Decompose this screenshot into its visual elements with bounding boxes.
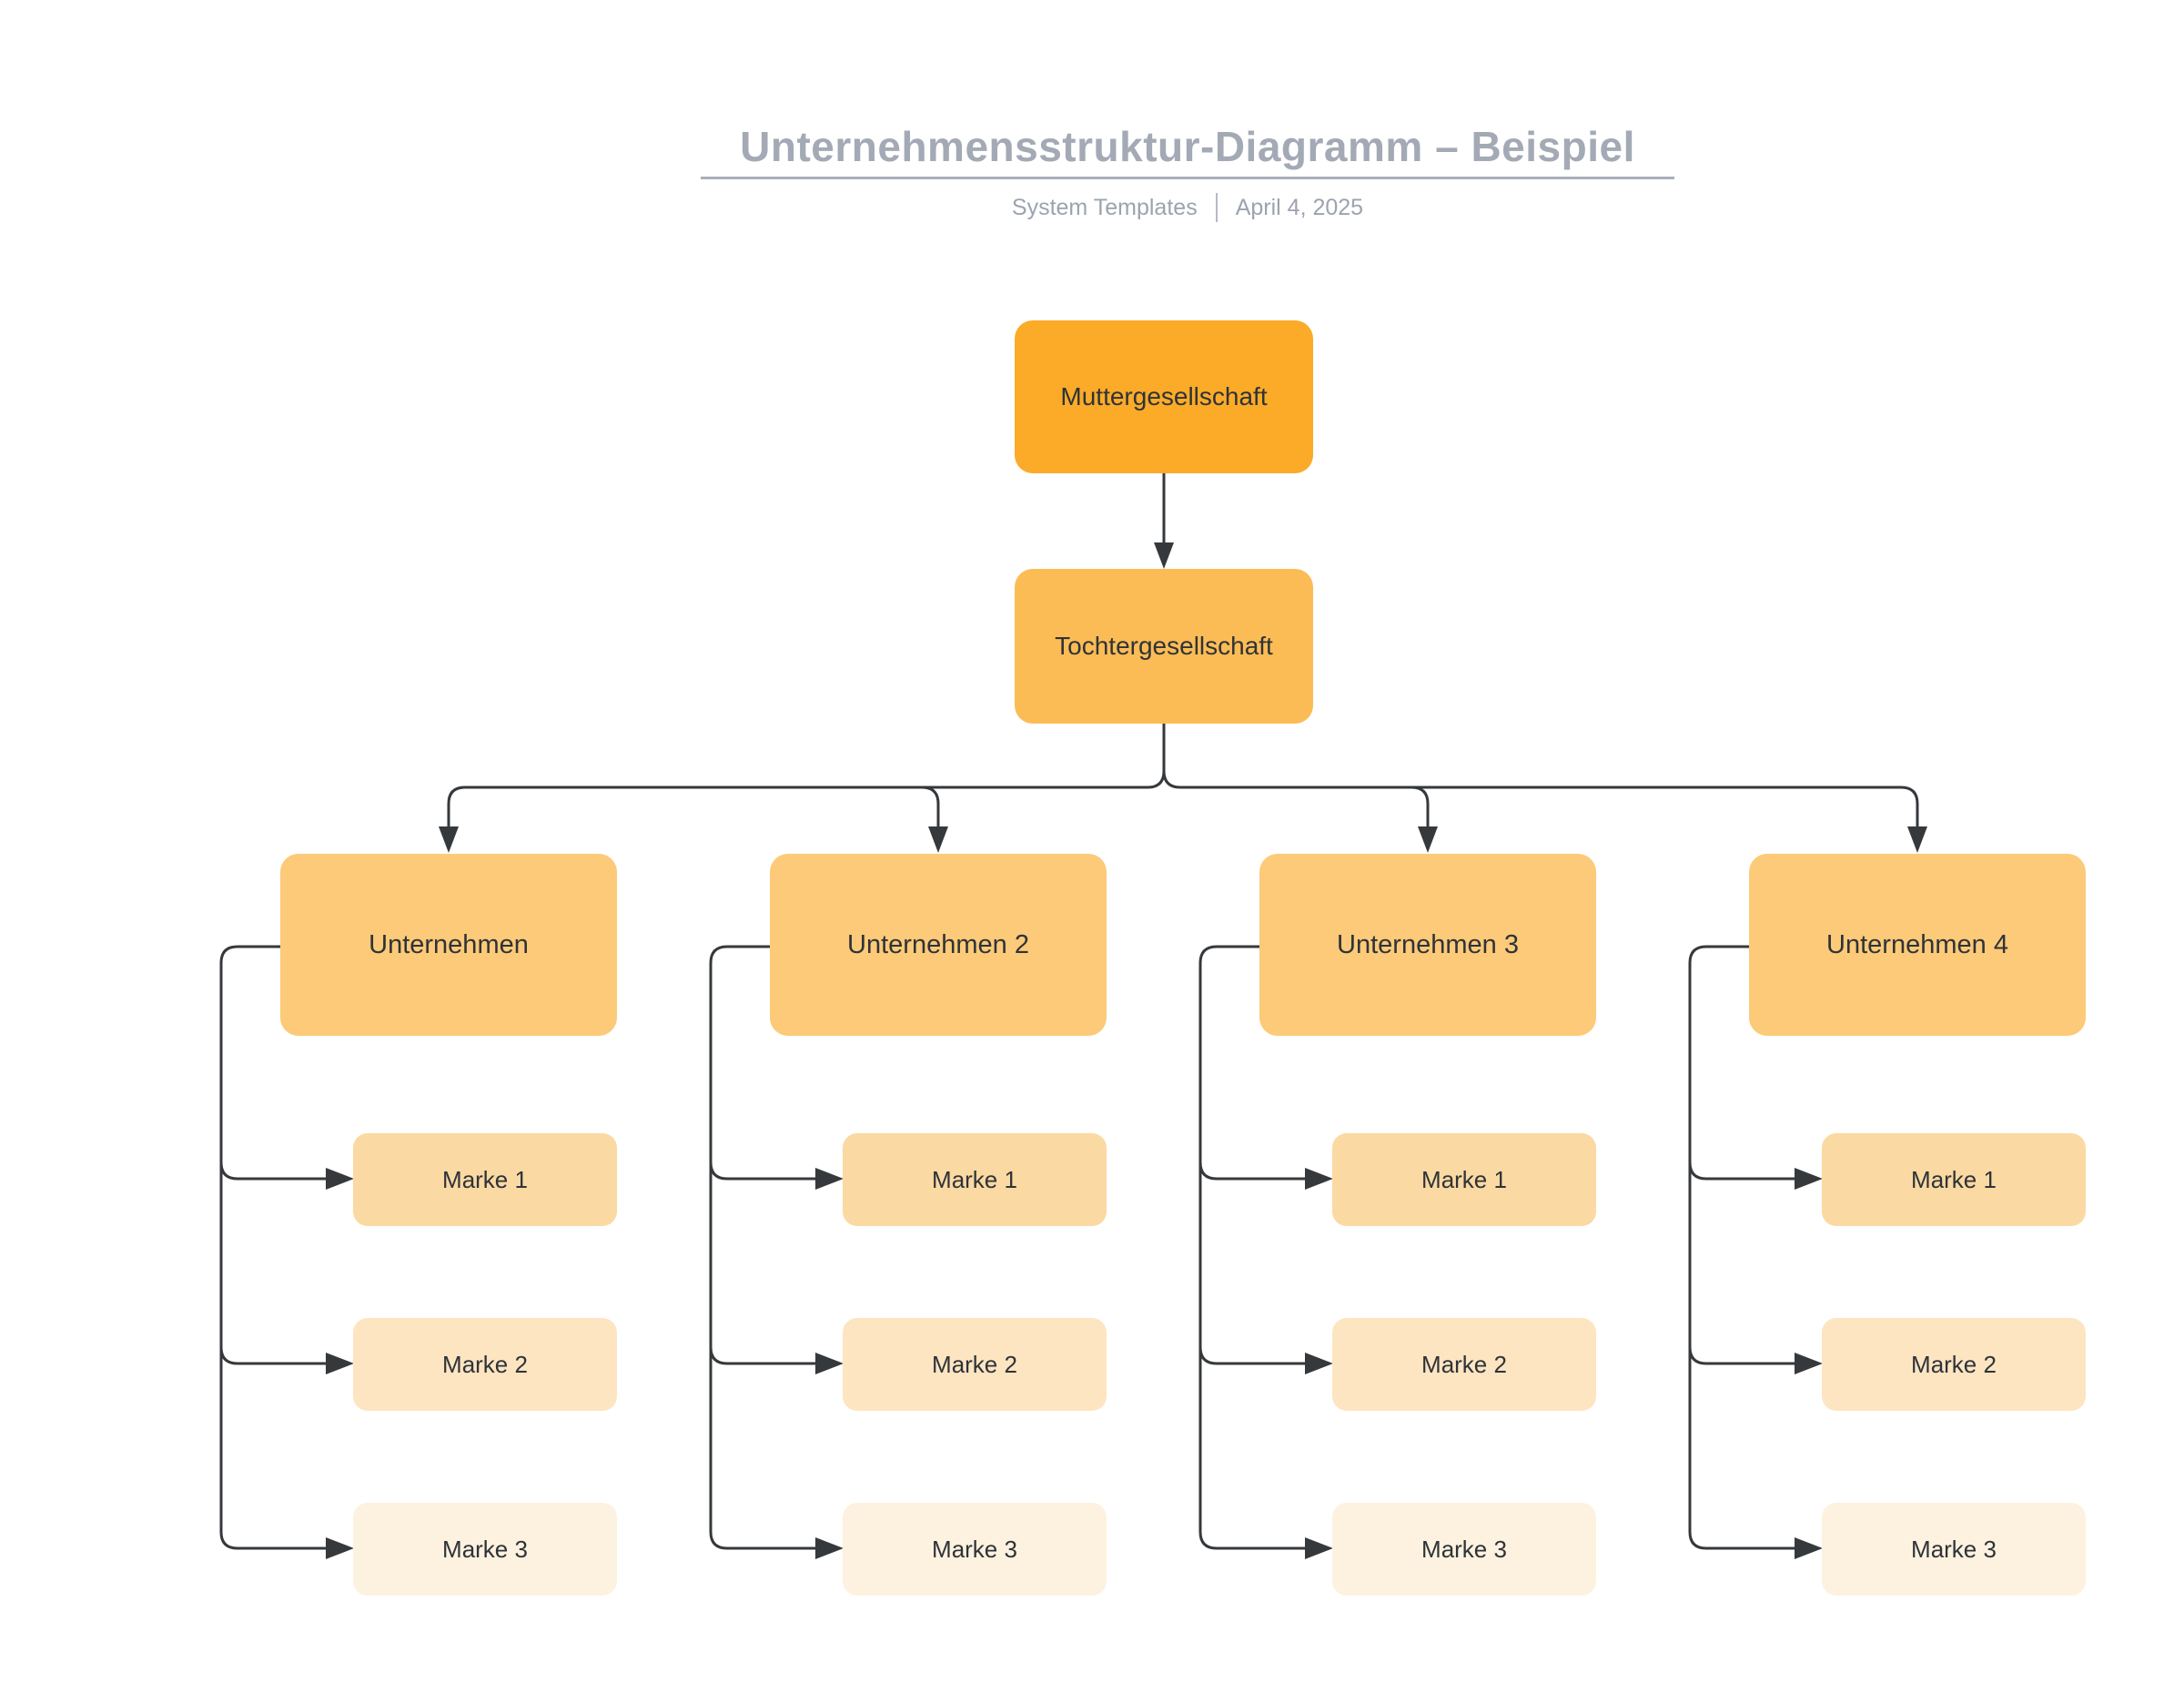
node-label: Marke 3: [1911, 1535, 1997, 1563]
node-label: Marke 2: [442, 1350, 528, 1378]
subtitle: System Templates | April 4, 2025: [596, 193, 1779, 222]
node-label: Marke 1: [1421, 1165, 1507, 1193]
page-title: Unternehmensstruktur-Diagramm – Beispiel: [740, 123, 1635, 170]
node-label: Marke 1: [932, 1165, 1017, 1193]
node-marke-2[interactable]: Marke 2: [353, 1318, 617, 1411]
arrowhead: [1418, 826, 1438, 853]
node-label: Unternehmen 4: [1826, 929, 2008, 959]
node-tochtergesellschaft[interactable]: Tochtergesellschaft: [1015, 569, 1313, 724]
node-label: Marke 3: [1421, 1535, 1507, 1563]
arrowhead: [1305, 1537, 1333, 1559]
subtitle-author: System Templates: [1011, 194, 1198, 220]
arrowhead: [815, 1353, 844, 1374]
node-label: Marke 1: [442, 1165, 528, 1193]
subsidiary-to-companies-connector: [439, 724, 1927, 853]
node-unternehmen-1[interactable]: Unternehmen: [280, 854, 617, 1036]
company-2-brands-connector: [709, 945, 844, 1559]
node-marke-1[interactable]: Marke 1: [1822, 1133, 2086, 1226]
arrowhead: [326, 1168, 354, 1190]
node-marke-1[interactable]: Marke 1: [1332, 1133, 1596, 1226]
node-marke-2[interactable]: Marke 2: [1822, 1318, 2086, 1411]
node-marke-1[interactable]: Marke 1: [843, 1133, 1107, 1226]
arrowhead: [815, 1537, 844, 1559]
subtitle-separator: |: [1215, 193, 1218, 222]
node-label: Marke 2: [1911, 1350, 1997, 1378]
node-label: Marke 1: [1911, 1165, 1997, 1193]
node-unternehmen-3[interactable]: Unternehmen 3: [1259, 854, 1596, 1036]
node-marke-3[interactable]: Marke 3: [843, 1503, 1107, 1596]
arrowhead: [1795, 1168, 1823, 1190]
title-underline: [701, 177, 1674, 179]
arrowhead: [1795, 1353, 1823, 1374]
arrowhead: [439, 826, 459, 853]
company-1-brands-connector: [219, 945, 354, 1559]
node-label: Marke 2: [932, 1350, 1017, 1378]
node-unternehmen-2[interactable]: Unternehmen 2: [770, 854, 1107, 1036]
arrowhead: [1907, 826, 1927, 853]
node-label: Unternehmen 2: [847, 929, 1029, 959]
node-label: Unternehmen 3: [1337, 929, 1519, 959]
node-marke-2[interactable]: Marke 2: [1332, 1318, 1596, 1411]
arrowhead: [928, 826, 948, 853]
node-label: Marke 3: [932, 1535, 1017, 1563]
node-label: Muttergesellschaft: [1060, 382, 1268, 411]
arrowhead: [815, 1168, 844, 1190]
node-marke-3[interactable]: Marke 3: [1332, 1503, 1596, 1596]
arrowhead: [1305, 1353, 1333, 1374]
arrowhead: [1305, 1168, 1333, 1190]
node-label: Tochtergesellschaft: [1055, 632, 1273, 660]
arrowhead: [326, 1537, 354, 1559]
arrowhead: [326, 1353, 354, 1374]
node-muttergesellschaft[interactable]: Muttergesellschaft: [1015, 320, 1313, 473]
company-3-brands-connector: [1198, 945, 1333, 1559]
node-label: Marke 3: [442, 1535, 528, 1563]
node-marke-3[interactable]: Marke 3: [353, 1503, 617, 1596]
node-unternehmen-4[interactable]: Unternehmen 4: [1749, 854, 2086, 1036]
arrowhead: [1795, 1537, 1823, 1559]
root-to-subsidiary-connector: [1154, 473, 1174, 569]
node-label: Unternehmen: [369, 929, 529, 959]
node-marke-1[interactable]: Marke 1: [353, 1133, 617, 1226]
node-label: Marke 2: [1421, 1350, 1507, 1378]
node-marke-3[interactable]: Marke 3: [1822, 1503, 2086, 1596]
subtitle-date: April 4, 2025: [1235, 194, 1364, 220]
company-4-brands-connector: [1688, 945, 1823, 1559]
node-marke-2[interactable]: Marke 2: [843, 1318, 1107, 1411]
